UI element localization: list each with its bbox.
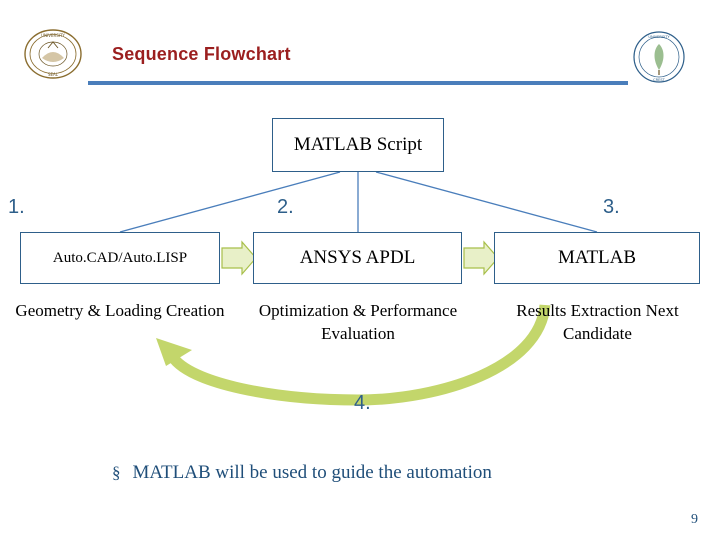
step-number-4: 4.	[354, 392, 371, 414]
node-ansys-apdl[interactable]: ANSYS APDL	[253, 232, 462, 284]
step-number-2: 2.	[277, 196, 294, 218]
flowchart-connectors	[119, 171, 598, 406]
university-seal-left-icon: UNIVERSITY SEAL	[22, 28, 84, 80]
bullet-item: § MATLAB will be used to guide the autom…	[112, 462, 492, 484]
caption-step-1: Geometry & Loading Creation	[15, 301, 225, 320]
svg-text:UNIVERSITY: UNIVERSITY	[41, 33, 65, 38]
header-divider	[88, 81, 628, 85]
university-seal-right-icon: UNIVERSITY CREST	[628, 30, 690, 84]
caption-step-3: Results Extraction Next Candidate	[516, 301, 679, 343]
step-number-3: 3.	[603, 196, 620, 218]
chevron-arrow-2	[463, 240, 499, 276]
feedback-loop-arrow	[156, 304, 551, 406]
node-matlab-script[interactable]: MATLAB Script	[272, 118, 444, 172]
page-number: 9	[691, 512, 698, 527]
chevron-arrow-1	[221, 240, 257, 276]
svg-text:SEAL: SEAL	[48, 72, 59, 77]
caption-step-2: Optimization & Performance Evaluation	[258, 301, 458, 343]
section-marker-icon: §	[112, 463, 121, 482]
bullet-text: MATLAB will be used to guide the automat…	[132, 462, 492, 483]
node-matlab[interactable]: MATLAB	[494, 232, 700, 284]
svg-text:CREST: CREST	[653, 78, 666, 82]
slide-header: UNIVERSITY SEAL Sequence Flowchart UNIVE…	[0, 0, 720, 100]
branch-lines	[119, 171, 598, 233]
page-title: Sequence Flowchart	[112, 44, 291, 64]
svg-text:UNIVERSITY: UNIVERSITY	[648, 35, 670, 39]
sequence-flowchart: MATLAB Script 1. 2. 3. Auto.CAD/Auto.LIS…	[0, 100, 720, 430]
step-number-1: 1.	[8, 196, 25, 218]
node-autocad-autolisp[interactable]: Auto.CAD/Auto.LISP	[20, 232, 220, 284]
